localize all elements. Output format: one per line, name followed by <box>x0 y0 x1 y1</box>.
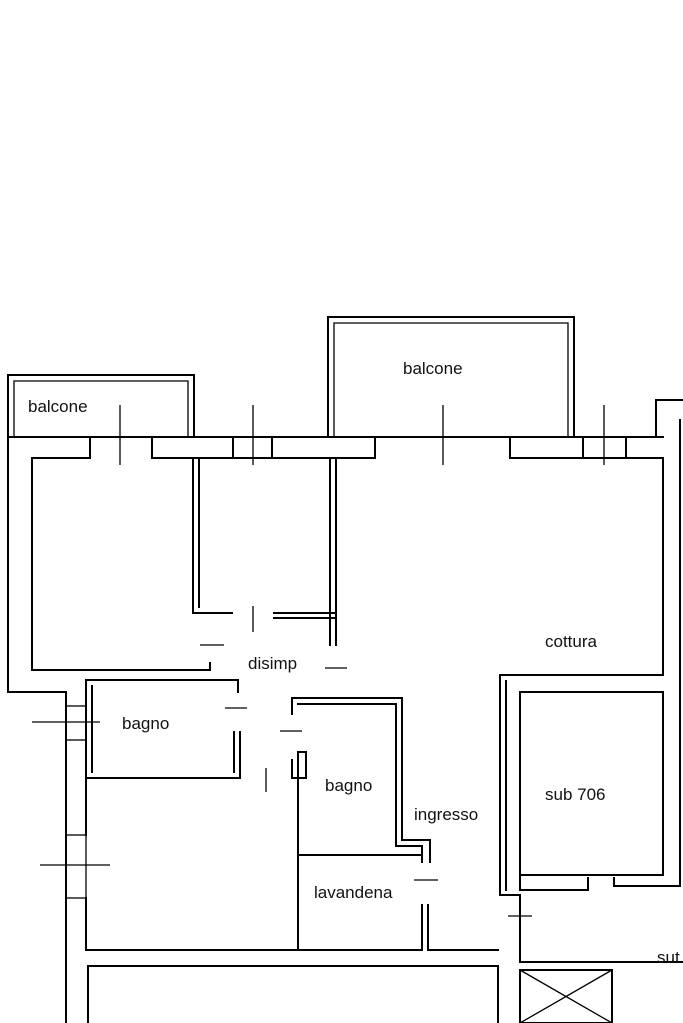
label-balcone-left: balcone <box>28 397 88 416</box>
exterior-walls <box>7 399 683 1023</box>
windows <box>32 405 605 899</box>
label-lavanderia: lavandena <box>314 883 393 902</box>
label-sub706: sub 706 <box>545 785 606 804</box>
label-cut-off: sut <box>657 948 680 967</box>
balcony-left <box>7 374 195 438</box>
balcony-top <box>327 316 575 438</box>
label-bagno-left: bagno <box>122 714 169 733</box>
label-balcone-top: balcone <box>403 359 463 378</box>
label-disimp: disimp <box>248 654 297 673</box>
label-ingresso: ingresso <box>414 805 478 824</box>
label-bagno-center: bagno <box>325 776 372 795</box>
label-cottura: cottura <box>545 632 598 651</box>
